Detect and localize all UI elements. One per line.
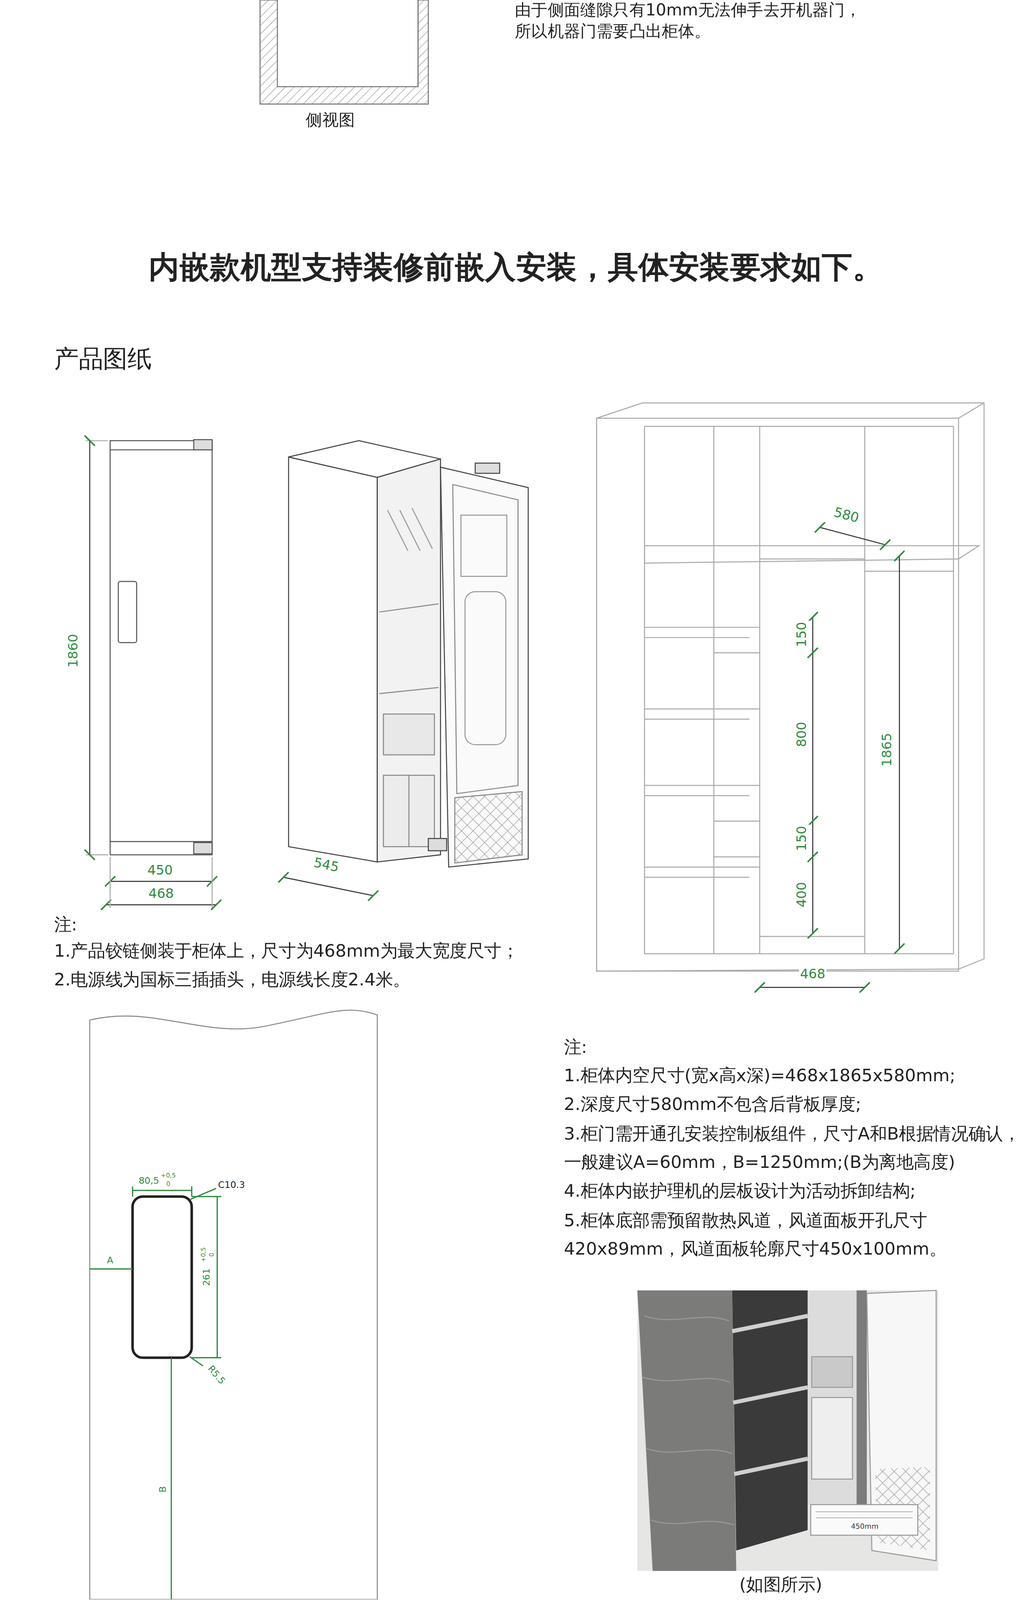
dimension: 800 bbox=[793, 720, 810, 749]
dimension: 261 bbox=[201, 1267, 213, 1287]
page-title: 内嵌款机型支持装修前嵌入安装，具体安装要求如下。 bbox=[148, 248, 884, 286]
dimension: 468 bbox=[147, 885, 175, 902]
note-text: 2.深度尺寸580mm不包含后背板厚度; bbox=[563, 1092, 862, 1114]
dimension: 1860 bbox=[65, 632, 82, 669]
tolerance: +0,5 bbox=[199, 1245, 207, 1263]
note-text: 3.柜门需开通孔安装控制板组件，尺寸A和B根据情况确认，一般建议A=60mm，B… bbox=[563, 1118, 1026, 1176]
note-text: 由于侧面缝隙只有10mm无法伸手去开机器门， bbox=[514, 0, 861, 20]
dimension: 80,5 bbox=[137, 1175, 160, 1187]
dimension: 580 bbox=[830, 503, 862, 527]
dimension: 450 bbox=[146, 861, 175, 878]
dimension: 545 bbox=[311, 854, 342, 876]
dimension: C10.3 bbox=[217, 1179, 246, 1191]
note-text: 4.柜体内嵌护理机的层板设计为活动拆卸结构; bbox=[563, 1180, 916, 1201]
dimension: 400 bbox=[793, 880, 810, 909]
dimension: 150 bbox=[793, 620, 810, 649]
note-heading: 注: bbox=[563, 1035, 588, 1057]
tolerance: +0,5 bbox=[159, 1170, 178, 1179]
cabinet-dimensions bbox=[754, 521, 905, 993]
dimension: 150 bbox=[793, 824, 810, 853]
side-view bbox=[259, 0, 429, 105]
note-text: 1.柜体内空尺寸(宽x高x深)=468x1865x580mm; bbox=[563, 1064, 956, 1086]
dimension: 1865 bbox=[879, 731, 896, 768]
fridge-open bbox=[288, 440, 529, 867]
dimension: B bbox=[157, 1484, 169, 1493]
note-text: 所以机器门需要凸出柜体。 bbox=[514, 21, 711, 41]
dimension: 450mm bbox=[850, 1522, 880, 1532]
fridge-front bbox=[109, 439, 213, 855]
tolerance: 0 bbox=[165, 1179, 172, 1187]
note-text: 2.电源线为国标三插插头，电源线长度2.4米。 bbox=[54, 968, 411, 990]
cabinet bbox=[596, 402, 984, 971]
view-label: 侧视图 bbox=[305, 109, 355, 130]
note-text: 5.柜体底部需预留散热风道，风道面板开孔尺寸420x89mm，风道面板轮廓尺寸4… bbox=[563, 1205, 1026, 1263]
door-panel bbox=[89, 1009, 377, 1599]
installation-photo bbox=[637, 1290, 939, 1571]
note-text: 1.产品铰链侧装于柜体上，尺寸为468mm为最大宽度尺寸； bbox=[54, 940, 519, 961]
section-heading: 产品图纸 bbox=[54, 344, 153, 374]
dimension: 468 bbox=[798, 965, 827, 982]
dimension-lines bbox=[84, 435, 379, 910]
tolerance: 0 bbox=[207, 1251, 215, 1258]
note-heading: 注: bbox=[54, 913, 78, 935]
caption-text: (如图所示) bbox=[739, 1573, 823, 1595]
dimension: A bbox=[105, 1255, 115, 1266]
